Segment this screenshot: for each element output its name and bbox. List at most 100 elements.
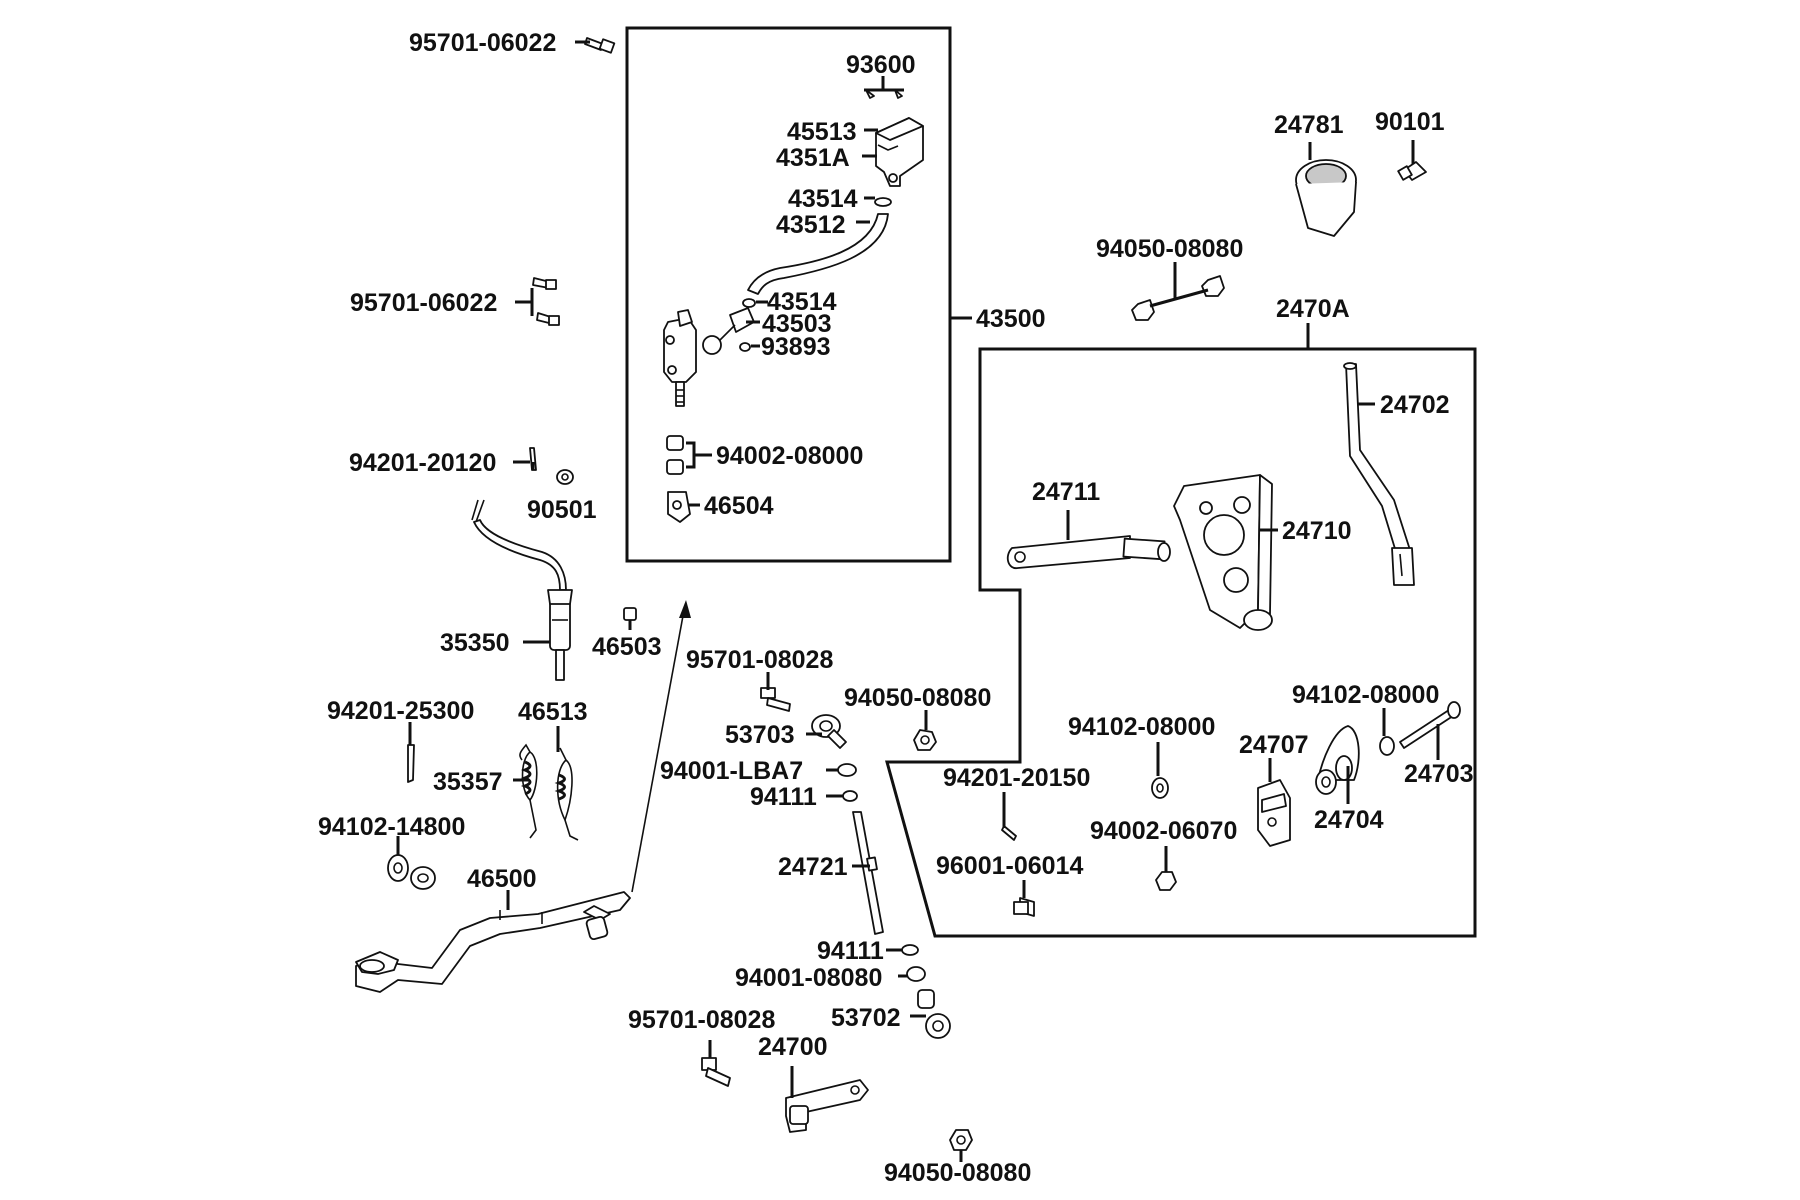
label-24703: 24703: [1404, 760, 1474, 788]
clevis-46504: [667, 491, 691, 523]
clevis-24707: [1257, 758, 1291, 847]
o-ring-93893: [739, 342, 751, 352]
label-95701-08028-a: 95701-08028: [686, 646, 833, 674]
ring-94111-b: [901, 944, 919, 956]
rod-24721: [852, 811, 884, 935]
label-43514-b: 43514: [767, 288, 837, 316]
hose-fitting-43503: [702, 307, 755, 355]
label-2470A: 2470A: [1276, 295, 1350, 323]
label-93893: 93893: [761, 333, 831, 361]
nuts-94002-08000: [666, 435, 712, 475]
pedal-assembly-box: [885, 347, 1477, 938]
assembly-arrow-head: [679, 600, 691, 618]
rod-end-53703: [811, 714, 847, 749]
bolt-96001-06014: [1013, 880, 1035, 917]
label-94201-20120: 94201-20120: [349, 449, 496, 477]
rod-end-53702: [917, 989, 951, 1039]
nut-94050-08080-a: [913, 710, 937, 751]
washer-94102-08000-a: [1151, 742, 1169, 799]
cotter-pin-94201-20120: [529, 447, 537, 471]
brake-pedal-46500: [355, 891, 631, 993]
clip-46503: [623, 607, 637, 630]
label-94050-08080-a: 94050-08080: [844, 684, 991, 712]
label-46500: 46500: [467, 865, 537, 893]
label-94111-a: 94111: [750, 783, 817, 811]
label-94002-06070: 94002-06070: [1090, 817, 1237, 845]
nut-94050-08080-bottom: [949, 1129, 973, 1162]
pin-24703: [1399, 701, 1461, 760]
label-43503: 43503: [762, 310, 832, 338]
shift-rod-24702: [1343, 362, 1415, 586]
washers-94102-14800: [387, 836, 436, 890]
label-94102-08000-b: 94102-08000: [1292, 681, 1439, 709]
label-43512: 43512: [776, 211, 846, 239]
hose-clamp-43514-upper: [874, 197, 892, 207]
label-24704: 24704: [1314, 806, 1384, 834]
label-94201-20150: 94201-20150: [943, 764, 1090, 792]
label-96001-06014: 96001-06014: [936, 852, 1083, 880]
label-94002-08000: 94002-08000: [716, 442, 863, 470]
label-53703: 53703: [725, 721, 795, 749]
label-94111-b: 94111: [817, 937, 884, 965]
label-24721: 24721: [778, 853, 848, 881]
label-94050-08080-top: 94050-08080: [1096, 235, 1243, 263]
bolt-nut-94050-08080-top: [1131, 262, 1225, 321]
label-24711: 24711: [1032, 478, 1100, 506]
label-35350: 35350: [440, 629, 510, 657]
bolt-95701-08028-b: [701, 1057, 731, 1087]
label-24707: 24707: [1239, 731, 1309, 759]
bolt-95701-08028-a: [760, 687, 791, 712]
brake-switch-35350: [471, 499, 573, 681]
hose-clamp-43514-lower: [742, 298, 756, 308]
pin-94201-20150: [1001, 792, 1017, 841]
bolt-90101: [1397, 140, 1427, 181]
label-93600: 93600: [846, 51, 916, 79]
label-94001-08080: 94001-08080: [735, 964, 882, 992]
label-94201-25300: 94201-25300: [327, 697, 474, 725]
label-4351A: 4351A: [776, 144, 850, 172]
label-53702: 53702: [831, 1004, 901, 1032]
label-95701-06022-mid: 95701-06022: [350, 289, 497, 317]
nut-94002-06070: [1155, 846, 1177, 891]
bolt-95701-06022-top: [584, 37, 616, 54]
label-46504: 46504: [704, 492, 774, 520]
shaft-arm-24711: [1006, 510, 1171, 569]
label-24710: 24710: [1282, 517, 1352, 545]
washer-94102-08000-b: [1379, 708, 1395, 756]
label-94102-08000-a: 94102-08000: [1068, 713, 1215, 741]
label-43500: 43500: [976, 305, 1046, 333]
label-46503: 46503: [592, 633, 662, 661]
reservoir-4351A: [875, 117, 924, 187]
label-94102-14800: 94102-14800: [318, 813, 465, 841]
bracket-24710: [1173, 474, 1278, 631]
nut-94001-08080: [906, 966, 926, 982]
washer-90501: [556, 469, 574, 485]
label-95701-06022-top: 95701-06022: [409, 29, 556, 57]
label-24700: 24700: [758, 1033, 828, 1061]
knob-24781: [1295, 142, 1357, 237]
reservoir-hose-43512: [747, 213, 889, 295]
spring-24704: [1315, 725, 1360, 804]
label-35357: 35357: [433, 768, 503, 796]
label-24781: 24781: [1274, 111, 1344, 139]
pin-94201-25300: [407, 722, 415, 783]
label-94050-08080-bottom: 94050-08080: [884, 1159, 1031, 1187]
assembly-arrow: [631, 604, 686, 893]
lever-arm-24700: [785, 1079, 869, 1133]
label-90101: 90101: [1375, 108, 1445, 136]
bolts-95701-06022-mid: [530, 277, 560, 326]
ring-94111-a: [842, 790, 858, 802]
label-95701-08028-b: 95701-08028: [628, 1006, 775, 1034]
screws-93600: [864, 76, 904, 99]
label-45513: 45513: [787, 118, 857, 146]
nut-94001-LBA7: [837, 763, 857, 777]
label-46513: 46513: [518, 698, 588, 726]
label-90501: 90501: [527, 496, 597, 524]
master-cylinder-body: [663, 309, 697, 407]
label-24702: 24702: [1380, 391, 1450, 419]
label-43514-a: 43514: [788, 185, 858, 213]
label-94001-LBA7: 94001-LBA7: [660, 757, 803, 785]
springs-35357-46513: [519, 726, 579, 841]
master-cylinder-assembly-box: [625, 26, 952, 563]
